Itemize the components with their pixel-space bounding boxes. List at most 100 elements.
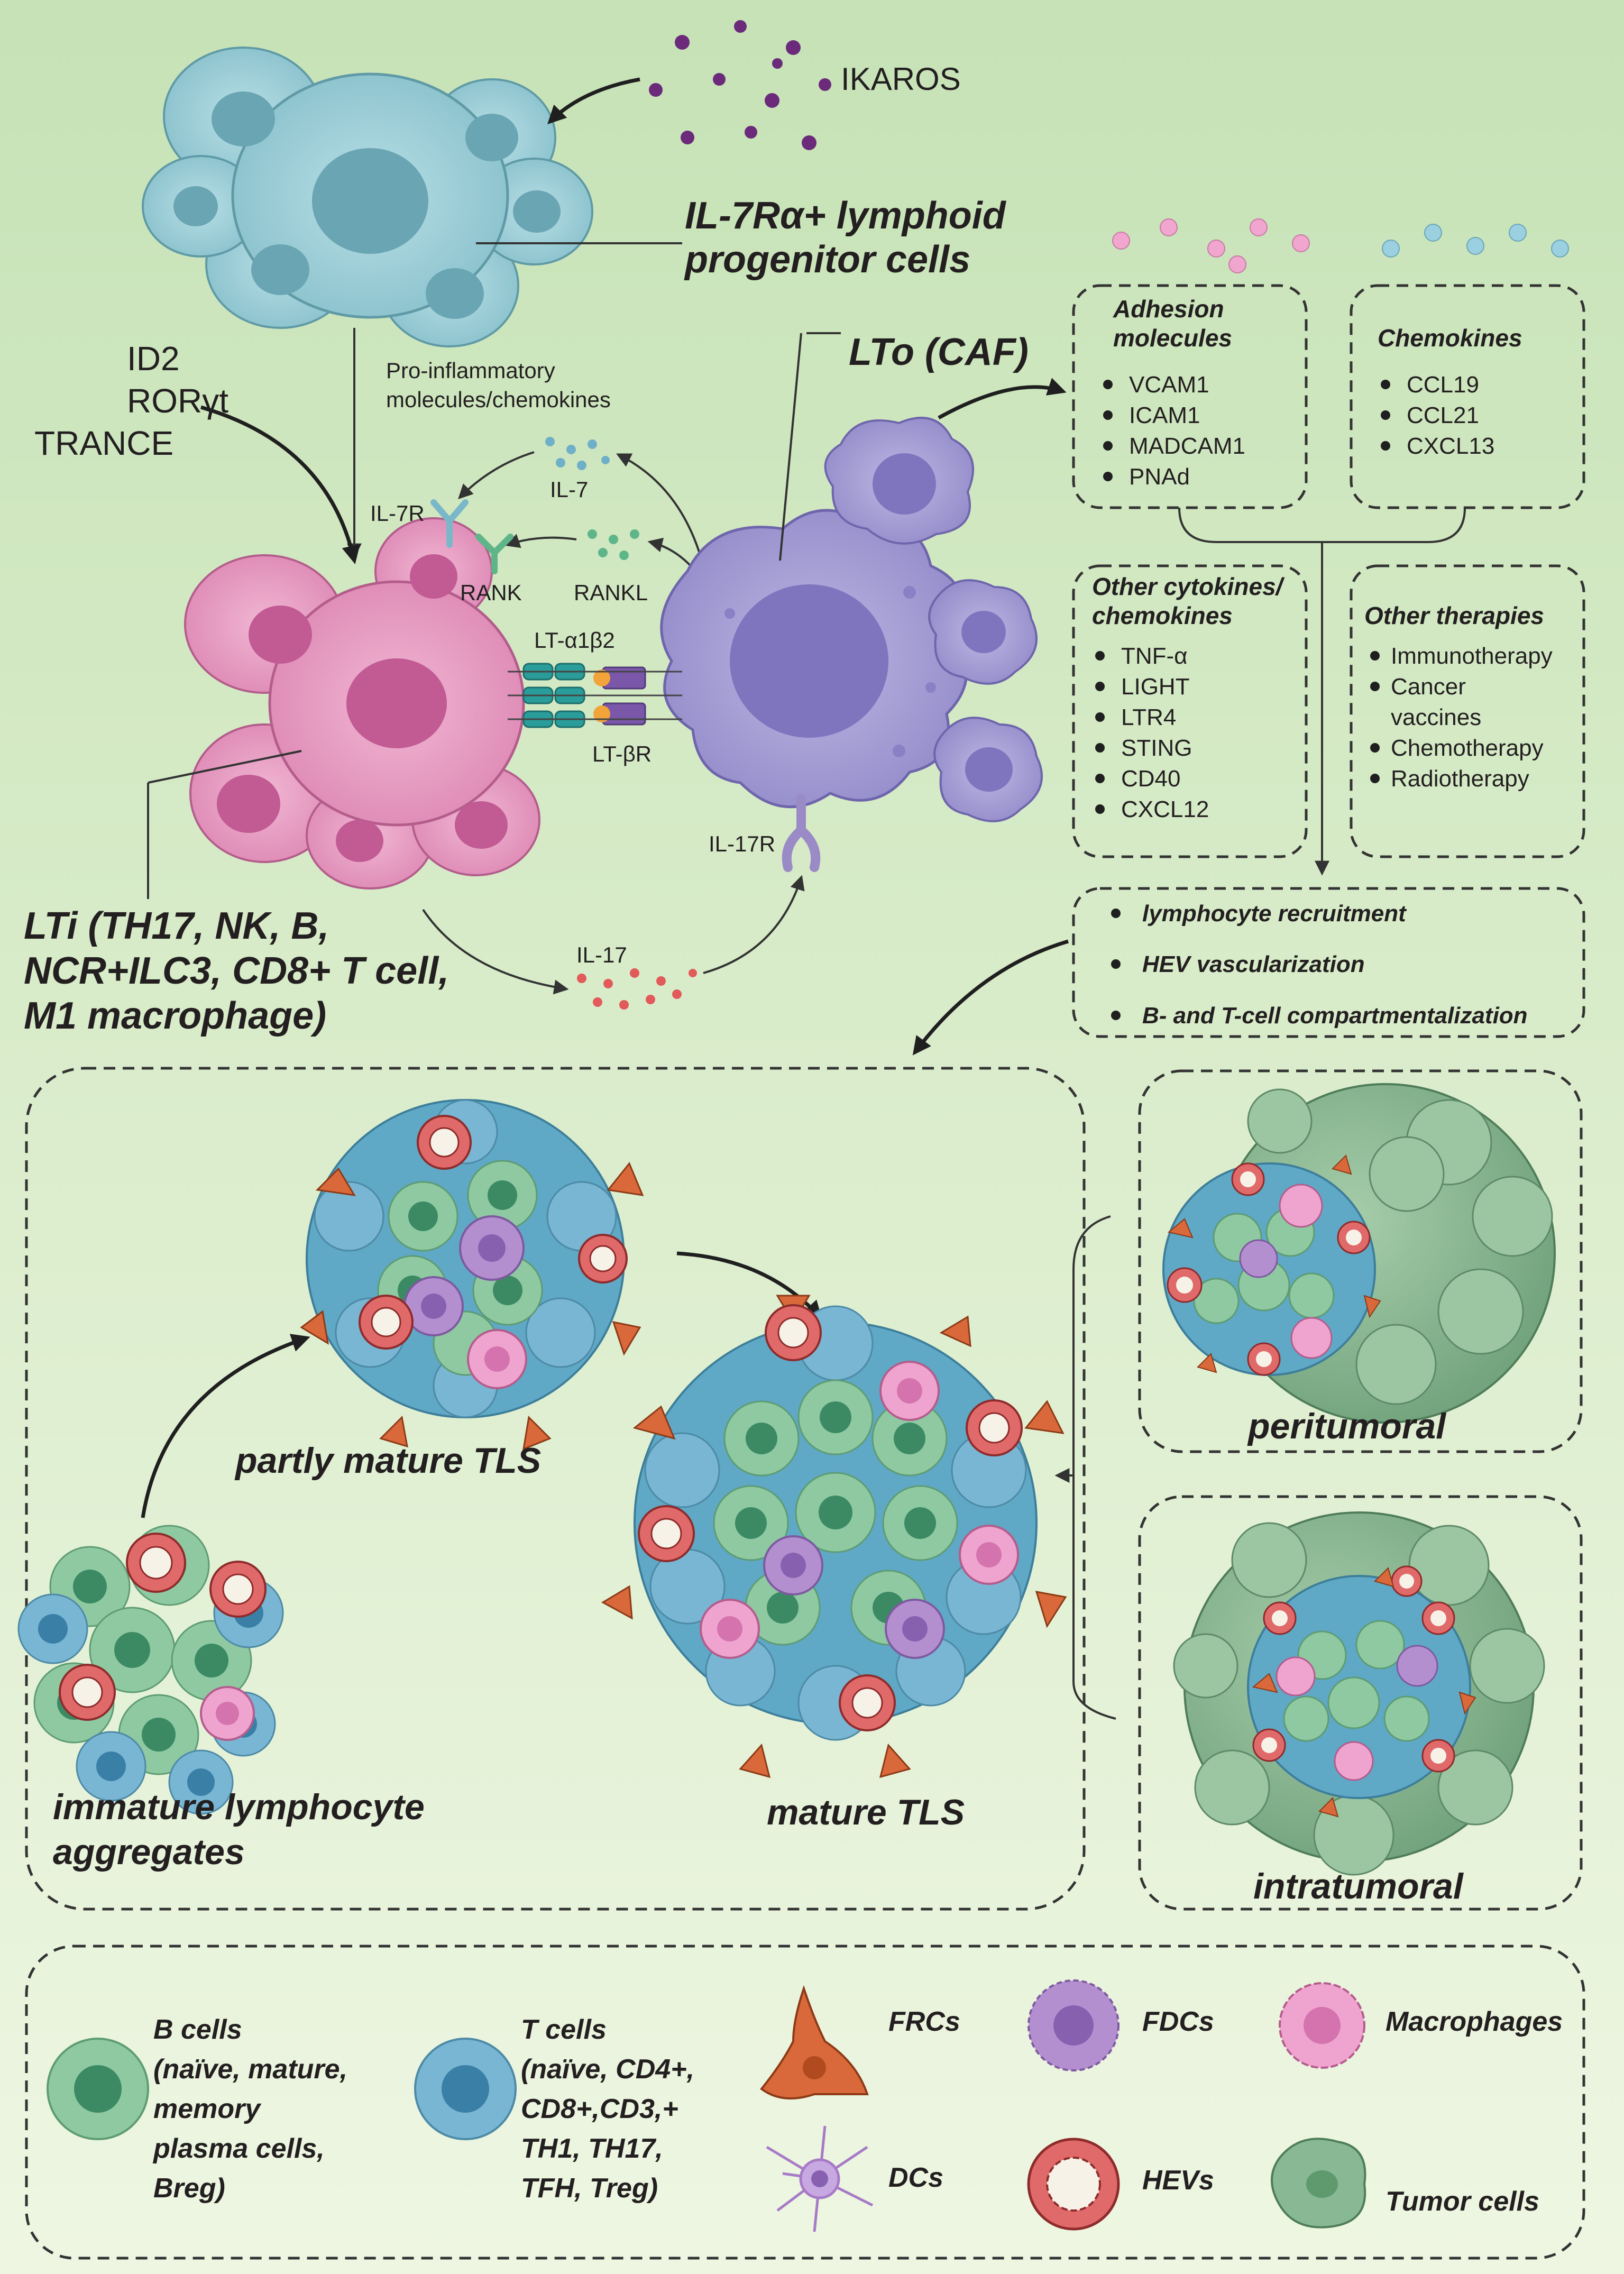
lto-label: LTo (CAF) — [849, 331, 1029, 373]
legend-t-cell-icon — [414, 2038, 517, 2140]
legend-fdcs-label: FDCs — [1142, 2006, 1214, 2037]
chemokines-panel: Chemokines CCL19 CCL21 CXCL13 — [1350, 284, 1585, 509]
legend-macrophage-icon — [1279, 1982, 1365, 2069]
rankl-to-rank-arrow — [504, 534, 577, 548]
chemokines-title: Chemokines — [1378, 324, 1522, 352]
il17-molecules — [577, 968, 697, 1010]
cytokine-item: STING — [1121, 735, 1192, 761]
lto-to-panels-arrow — [938, 378, 1067, 420]
mature-tls — [601, 1295, 1067, 1778]
il7r-label: IL-7R — [370, 501, 425, 526]
il7r-receptor — [430, 499, 469, 548]
therapy-item: Radiotherapy — [1391, 766, 1529, 792]
cytokine-item: TNF-α — [1121, 643, 1188, 669]
legend-tumor-icon — [1271, 2138, 1366, 2229]
lt-br-label: LT-βR — [592, 741, 652, 766]
progenitor-label-line1: IL-7Rα+ lymphoid — [685, 195, 1007, 237]
legend-b-cells-line: memory — [153, 2094, 262, 2124]
progenitor-label-line2: progenitor cells — [684, 239, 970, 281]
immature-label-line2: aggregates — [53, 1832, 245, 1872]
peritumoral-panel — [1138, 1069, 1583, 1453]
rank-receptor — [475, 534, 513, 574]
adhesion-item: PNAd — [1129, 464, 1190, 490]
panels-connector — [1178, 507, 1466, 543]
rankl-label: RANKL — [574, 580, 648, 605]
pro-inflam-label-line2: molecules/chemokines — [386, 387, 611, 412]
therapy-item: Immunotherapy — [1391, 643, 1553, 669]
therapy-item: Chemotherapy — [1391, 735, 1544, 761]
peritumoral-label: peritumoral — [1247, 1406, 1447, 1446]
intratumoral-label: intratumoral — [1253, 1866, 1464, 1906]
legend-dc-icon — [766, 2125, 874, 2232]
legend-tumor-label: Tumor cells — [1386, 2186, 1539, 2217]
legend-t-cells-line: T cells — [521, 2014, 607, 2045]
legend-hevs-label: HEVs — [1142, 2165, 1214, 2196]
immature-aggregate — [17, 1525, 284, 1815]
therapies-title: Other therapies — [1364, 602, 1544, 629]
il17r-receptor — [782, 794, 821, 872]
lto-to-il7-arrow — [616, 453, 704, 566]
il17-label: IL-17 — [576, 942, 627, 967]
legend-dcs-label: DCs — [888, 2162, 943, 2193]
legend-t-cells-line: TH1, TH17, — [521, 2133, 663, 2164]
lti-cell-cluster — [184, 517, 540, 890]
factor-trance: TRANCE — [34, 424, 173, 462]
lt-ab-label: LT-α1β2 — [534, 628, 615, 653]
legend-t-cells-line: CD8+,CD3,+ — [521, 2094, 678, 2124]
outcome-item: HEV vascularization — [1142, 951, 1365, 977]
lti-label-line3: M1 macrophage) — [24, 995, 326, 1037]
tls-development-box — [25, 1067, 1086, 1911]
il17r-label: IL-17R — [709, 831, 775, 856]
legend-t-cells-line: TFH, Treg) — [521, 2173, 658, 2204]
lti-label-line1: LTi (TH17, NK, B, — [24, 905, 329, 947]
outcomes-to-tls-arrow — [912, 939, 1069, 1056]
adhesion-panel: Adhesion molecules VCAM1 ICAM1 MADCAM1 P… — [1072, 284, 1308, 509]
chemokine-item: CXCL13 — [1407, 433, 1494, 459]
lti-leader-line — [148, 750, 302, 784]
lti-label-line2: NCR+ILC3, CD8+ T cell, — [24, 950, 449, 992]
rankl-molecules — [588, 529, 639, 560]
il7-to-receptor-arrow — [458, 451, 535, 499]
legend-t-cells-line: (naïve, CD4+, — [521, 2054, 694, 2085]
lto-satellite-cells — [824, 417, 1043, 822]
legend-b-cells-line: (naïve, mature, — [153, 2054, 347, 2085]
panel-dots-blue — [1382, 224, 1569, 258]
legend-b-cells-line: B cells — [153, 2014, 242, 2045]
partly-mature-label: partly mature TLS — [234, 1441, 541, 1481]
legend-fdc-icon — [1027, 1979, 1120, 2071]
outcome-item: lymphocyte recruitment — [1142, 901, 1407, 927]
adhesion-title-line1: Adhesion — [1113, 295, 1224, 323]
therapy-item: vaccines — [1391, 704, 1481, 730]
legend-b-cell-icon — [47, 2038, 149, 2140]
ikaros-molecules — [649, 20, 831, 150]
cytokines-title-line1: Other cytokines/ — [1092, 573, 1285, 600]
il17-to-receptor-arrow — [703, 875, 805, 974]
ikaros-label: IKAROS — [841, 61, 961, 97]
partly-mature-tls — [300, 1099, 644, 1451]
rank-label: RANK — [460, 580, 522, 605]
factor-id2: ID2 — [127, 340, 180, 378]
il7-label: IL-7 — [550, 477, 588, 502]
legend-b-cells-line: Breg) — [153, 2173, 225, 2204]
progenitor-cell-cluster — [142, 47, 593, 347]
legend-hev-icon — [1027, 2138, 1120, 2231]
chemokine-item: CCL19 — [1407, 372, 1479, 398]
lt-receptor-complex — [508, 663, 682, 728]
adhesion-item: ICAM1 — [1129, 402, 1200, 428]
legend-box — [25, 1945, 1585, 2260]
panel-dots-pink — [1112, 218, 1310, 273]
cytokines-title-line2: chemokines — [1092, 602, 1233, 629]
cytokine-item: LTR4 — [1121, 704, 1176, 730]
legend-frc-icon — [760, 1985, 869, 2099]
pro-inflam-label-line1: Pro-inflammatory — [386, 358, 555, 383]
lti-to-il17-arrow — [422, 909, 569, 995]
cytokines-panel: Other cytokines/ chemokines TNF-α LIGHT … — [1072, 564, 1308, 858]
legend-b-cells-line: plasma cells, — [152, 2133, 325, 2164]
therapies-panel: Other therapies Immunotherapy Cancer vac… — [1350, 564, 1585, 858]
mature-label: mature TLS — [767, 1792, 965, 1832]
intratumoral-panel — [1138, 1495, 1583, 1911]
factor-rorgt: RORγt — [127, 382, 228, 420]
chemokine-item: CCL21 — [1407, 402, 1479, 428]
cytokine-item: CD40 — [1121, 766, 1181, 792]
